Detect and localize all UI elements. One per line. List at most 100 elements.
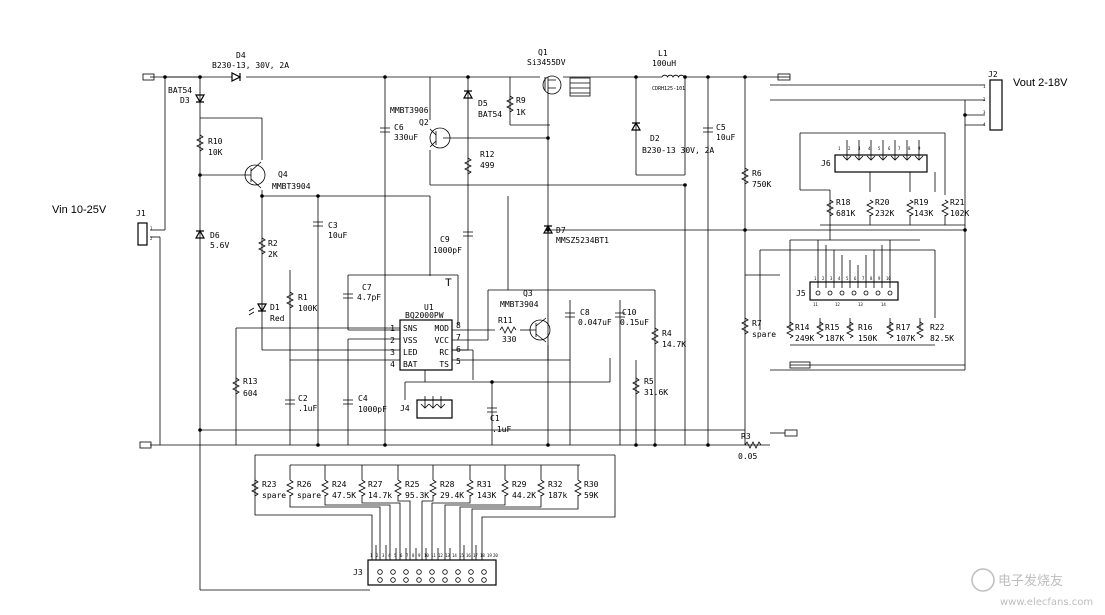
j3-pin-12: 12: [438, 553, 443, 558]
c1-value: .1uF: [492, 425, 511, 434]
r22-name: R22: [930, 323, 945, 332]
j5-pin-6: 6: [854, 276, 857, 281]
j3-pin-9: 9: [418, 553, 421, 558]
j2-pin-3: 3: [983, 110, 986, 115]
l1-value: 100uH: [652, 59, 676, 68]
q3-name: Q3: [523, 289, 533, 298]
q1-value: Si3455DV: [527, 58, 566, 67]
d2-name: D2: [650, 134, 660, 143]
u1-pin-8: 8: [456, 321, 461, 330]
j5-pin-8: 8: [870, 276, 873, 281]
d1-value: Red: [270, 314, 285, 323]
r15-value: 187K: [825, 334, 844, 343]
r21-value: 102K: [950, 209, 969, 218]
u1-pin-1: 1: [390, 324, 395, 333]
r4-name: R4: [662, 329, 672, 338]
j6-pin-3: 3: [858, 146, 861, 151]
q2-value: MMBT3906: [390, 106, 429, 115]
u1-pin-5: 5: [456, 357, 461, 366]
c9-name: C9: [440, 235, 450, 244]
r22-value: 82.5K: [930, 334, 954, 343]
j6-pin-2: 2: [848, 146, 851, 151]
j5-pin-11: 11: [813, 302, 818, 307]
j3-pin-1: 1: [370, 553, 373, 558]
r25-value: 95.3K: [405, 491, 429, 500]
j2-pin-2: 2: [983, 97, 986, 102]
vin-label: Vin 10-25V: [52, 204, 107, 216]
connector-j2: 1 2 3 4 J2: [983, 70, 1003, 131]
r20-value: 232K: [875, 209, 894, 218]
r25-name: R25: [405, 480, 420, 489]
c5-value: 10uF: [716, 133, 735, 142]
r14-value: 249K: [795, 334, 814, 343]
r17-value: 107K: [896, 334, 915, 343]
ic-u1: SNS VSS LED BAT 1 2 3 4 MOD VCC RC TS 8 …: [390, 303, 461, 371]
j5-pin-7: 7: [862, 276, 865, 281]
r27-value: 14.7k: [368, 491, 392, 500]
r17-name: R17: [896, 323, 911, 332]
j3-pin-20: 20: [493, 553, 498, 558]
c2-name: C2: [298, 394, 308, 403]
connector-j4: J4: [400, 396, 453, 419]
j5-pin-3: 3: [830, 276, 833, 281]
c10-value: 0.15uF: [620, 318, 649, 327]
r13-name: R13: [243, 377, 258, 386]
r31-name: R31: [477, 480, 492, 489]
r1-name: R1: [298, 293, 308, 302]
r23-name: R23: [262, 480, 277, 489]
j2-pin-4: 4: [983, 122, 986, 127]
u1-pin-4: 4: [390, 360, 395, 369]
watermark: 电子发烧友 www.elecfans.com: [971, 568, 1093, 608]
c1-name: C1: [490, 414, 500, 423]
r7-name: R7: [752, 319, 762, 328]
j2-pin-1: 1: [983, 84, 986, 89]
r29-value: 44.2K: [512, 491, 536, 500]
u1-pin-rc: RC: [439, 348, 449, 357]
c8-value: 0.047uF: [578, 318, 612, 327]
resistor-symbols: [196, 95, 949, 497]
j3-pin-11: 11: [431, 553, 436, 558]
u1-name: U1: [424, 303, 434, 312]
j5-pin-12: 12: [835, 302, 840, 307]
j1-label: J1: [136, 209, 146, 218]
j6-pin-9: 9: [918, 146, 921, 151]
u1-pin-sns: SNS: [403, 324, 418, 333]
c5-name: C5: [716, 123, 726, 132]
r2-name: R2: [268, 239, 278, 248]
c10-name: C10: [622, 308, 637, 317]
r30-value: 59K: [584, 491, 599, 500]
r21-name: R21: [950, 198, 965, 207]
c4-value: 1000pF: [358, 405, 387, 414]
r5-value: 31.6K: [644, 388, 668, 397]
j3-pin-5: 5: [394, 553, 397, 558]
r6-name: R6: [752, 169, 762, 178]
r4-value: 14.7K: [662, 340, 686, 349]
r6-value: 750K: [752, 180, 771, 189]
j3-pin-13: 13: [445, 553, 450, 558]
u1-pin-bat: BAT: [403, 360, 418, 369]
r30-name: R30: [584, 480, 599, 489]
r15-name: R15: [825, 323, 840, 332]
r32-name: R32: [548, 480, 563, 489]
transistor-symbols: [244, 75, 591, 343]
j3-pin-7: 7: [406, 553, 409, 558]
inductor-coil: [661, 74, 685, 78]
d7-name: D7: [556, 226, 566, 235]
d7-value: MMSZ5234BT1: [556, 236, 609, 245]
d3-name: D3: [180, 96, 190, 105]
r11-value: 330: [502, 335, 517, 344]
r27-name: R27: [368, 480, 383, 489]
u1-pin-vss: VSS: [403, 336, 418, 345]
r11-name: R11: [498, 316, 513, 325]
connector-j3: 1 2 3 4 5 6 7 8 9 10 11 12 13 14 15 16 1…: [353, 553, 498, 586]
r9-name: R9: [516, 96, 526, 105]
j6-pin-6: 6: [888, 146, 891, 151]
connector-j6: 1 2 3 4 5 6 7 8 9 J6: [821, 140, 928, 173]
r3-name: R3: [741, 432, 751, 441]
r7-value: spare: [752, 330, 776, 339]
j6-pin-1: 1: [838, 146, 841, 151]
c7-value: 4.7pF: [357, 293, 381, 302]
j5-pin-4: 4: [838, 276, 841, 281]
u1-pin-mod: MOD: [435, 324, 450, 333]
